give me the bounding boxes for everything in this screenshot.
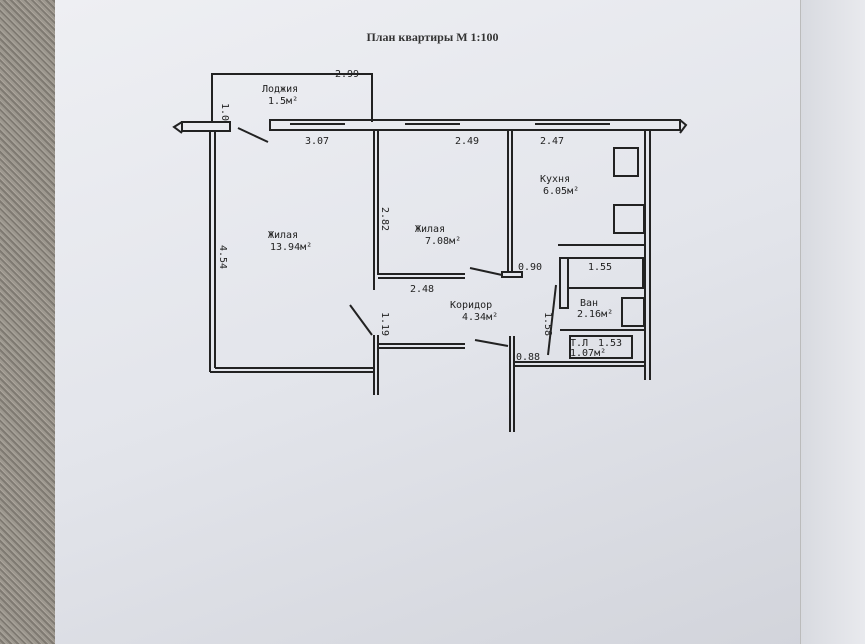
dimension-labels: 2.99 1.0 3.07 2.49 2.47 4.54 2.82 2.48 0…	[217, 69, 622, 363]
dim-loggia-len: 2.99	[335, 69, 359, 80]
dim-room2-depth: 2.82	[379, 207, 390, 231]
kitchen-area: 6.05м²	[543, 186, 579, 197]
dim-loggia-depth: 1.0	[219, 103, 230, 121]
bath-name: Ван	[580, 298, 598, 309]
corridor-area: 4.34м²	[462, 312, 498, 323]
loggia-name: Лоджия	[262, 84, 298, 95]
dim-toilet-len: 1.53	[598, 338, 622, 349]
dim-room2-width: 2.49	[455, 136, 479, 147]
room-labels: Лоджия 1.5м² Жилая 13.94м² Жилая 7.08м² …	[262, 84, 613, 359]
dim-room1-depth: 4.54	[217, 245, 228, 269]
living1-area: 13.94м²	[270, 242, 312, 253]
plan-title: План квартиры М 1:100	[366, 30, 499, 44]
walls	[172, 73, 688, 432]
living1-name: Жилая	[268, 230, 298, 241]
loggia-area: 1.5м²	[268, 96, 298, 107]
toilet-name: Т.Л	[570, 338, 588, 349]
dim-toilet-door: 0.88	[516, 352, 540, 363]
second-sheet	[800, 0, 865, 644]
kitchen-name: Кухня	[540, 174, 570, 185]
dim-bath-width: 1.58	[542, 312, 553, 336]
dim-kitchen-door: 0.90	[518, 262, 542, 273]
dim-room1-width: 3.07	[305, 136, 329, 147]
paper-sheet	[55, 0, 825, 644]
toilet-area: 1.07м²	[570, 348, 606, 359]
dim-room2-bottom: 2.48	[410, 284, 434, 295]
living2-area: 7.08м²	[425, 236, 461, 247]
bath-area: 2.16м²	[577, 309, 613, 320]
dim-corridor-width: 1.19	[379, 312, 390, 336]
dim-kitchen-width: 2.47	[540, 136, 564, 147]
corridor-name: Коридор	[450, 300, 492, 311]
dim-bath-len: 1.55	[588, 262, 612, 273]
living2-name: Жилая	[415, 224, 445, 235]
